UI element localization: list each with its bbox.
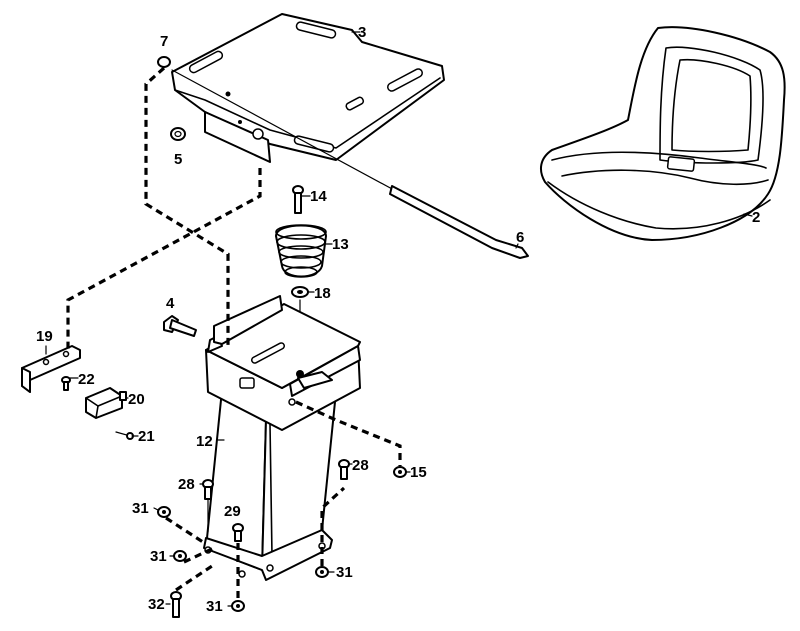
callouts: 7 3 5 2 14 13 6 18 4 19 22 20 21 12 15 2… bbox=[36, 24, 760, 615]
callout-31-a: 31 bbox=[132, 500, 149, 517]
callout-29: 29 bbox=[224, 503, 241, 520]
callout-18: 18 bbox=[314, 285, 331, 302]
nut-31-b bbox=[173, 550, 187, 562]
leader-lines bbox=[45, 31, 753, 607]
nut-31-c bbox=[315, 566, 329, 578]
callout-13: 13 bbox=[332, 236, 349, 253]
bracket-19 bbox=[21, 345, 81, 393]
screw-21 bbox=[115, 431, 134, 440]
callout-5: 5 bbox=[174, 151, 182, 168]
nut-31-d bbox=[231, 600, 245, 612]
nut-31-a bbox=[157, 506, 171, 518]
nut-5 bbox=[170, 127, 186, 141]
bolt-29 bbox=[232, 523, 244, 542]
callout-28-right: 28 bbox=[352, 457, 369, 474]
bolt-28-right bbox=[338, 459, 350, 480]
callout-12: 12 bbox=[196, 433, 213, 450]
callout-2: 2 bbox=[752, 209, 760, 226]
callout-6: 6 bbox=[516, 229, 524, 246]
seat-support-12 bbox=[203, 295, 361, 581]
callout-31-b: 31 bbox=[150, 548, 167, 565]
nut-7 bbox=[157, 56, 171, 68]
seat bbox=[539, 26, 786, 241]
callout-21: 21 bbox=[138, 428, 155, 445]
callout-20: 20 bbox=[128, 391, 145, 408]
seat-mounting-plate bbox=[171, 13, 445, 163]
seat-adjust-rod bbox=[171, 69, 529, 259]
bolt-28-left bbox=[202, 479, 214, 533]
callout-4: 4 bbox=[166, 295, 175, 312]
callout-7: 7 bbox=[160, 33, 168, 50]
bolt-14 bbox=[292, 185, 304, 214]
callout-28-left: 28 bbox=[178, 476, 195, 493]
assembly-lines bbox=[66, 66, 402, 598]
callout-15: 15 bbox=[410, 464, 427, 481]
bolt-32 bbox=[170, 591, 182, 618]
callout-32: 32 bbox=[148, 596, 165, 613]
callout-3: 3 bbox=[358, 24, 366, 41]
callout-19: 19 bbox=[36, 328, 53, 345]
callout-31-c: 31 bbox=[336, 564, 353, 581]
nut-15 bbox=[393, 466, 407, 478]
switch-20 bbox=[85, 387, 127, 419]
screw-22 bbox=[61, 376, 71, 391]
callout-22: 22 bbox=[78, 371, 95, 388]
callout-14: 14 bbox=[310, 188, 327, 205]
spring-13 bbox=[275, 224, 327, 278]
bolt-4 bbox=[163, 315, 197, 337]
callout-31-d: 31 bbox=[206, 598, 223, 615]
